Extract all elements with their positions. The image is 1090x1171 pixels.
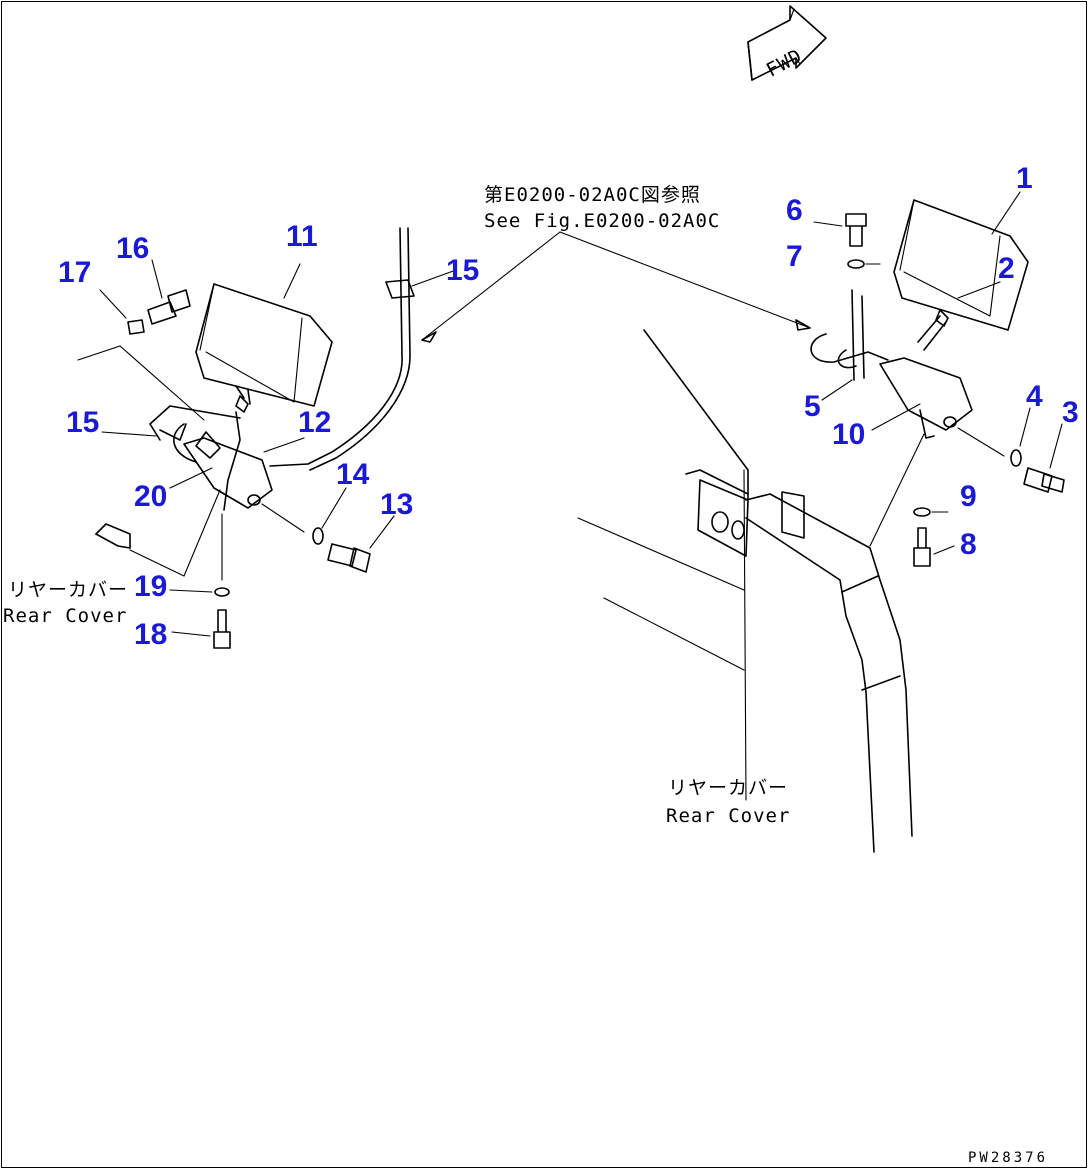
callout-8: 8 <box>960 528 977 561</box>
callout-15-top: 15 <box>446 254 479 287</box>
right-washer-4 <box>1010 449 1022 467</box>
right-bolt-8 <box>913 527 931 567</box>
rear-cover-right-en: Rear Cover <box>666 805 790 827</box>
right-washer-7 <box>847 259 865 269</box>
left-bolt-13 <box>327 543 371 573</box>
fwd-arrow: FWD <box>747 5 827 82</box>
callout-1: 1 <box>1016 162 1033 195</box>
rear-cover-left-jp: リヤーカバー <box>8 579 128 601</box>
left-lamp-assembly <box>77 227 415 649</box>
callout-9: 9 <box>960 480 977 513</box>
left-work-lamp <box>195 283 333 407</box>
callout-2: 2 <box>998 252 1015 285</box>
right-bolt-6 <box>845 213 867 247</box>
see-fig-en: See Fig.E0200-02A0C <box>484 210 720 232</box>
callout-7: 7 <box>786 240 803 273</box>
right-bracket <box>879 357 973 431</box>
right-bolt-3 <box>1023 467 1065 493</box>
drawing-id: PW28376 <box>968 1150 1048 1166</box>
right-washer-9 <box>913 507 931 517</box>
callout-15-left: 15 <box>66 406 99 439</box>
right-work-lamp <box>893 199 1029 331</box>
left-washer-14 <box>312 527 324 545</box>
rear-cover-right: リヤーカバー Rear Cover <box>577 329 925 853</box>
left-bolt-16 <box>147 289 191 325</box>
fwd-label: FWD <box>763 45 806 82</box>
callout-4: 4 <box>1026 380 1043 413</box>
left-washer-19 <box>214 587 230 597</box>
callout-5: 5 <box>804 390 821 423</box>
callout-16: 16 <box>116 232 149 265</box>
callouts: 1 2 3 4 5 6 7 8 9 10 11 12 13 14 15 15 1… <box>58 162 1079 651</box>
callout-12: 12 <box>298 406 331 439</box>
callout-18: 18 <box>134 618 167 651</box>
callout-19: 19 <box>134 570 167 603</box>
left-bolt-18 <box>213 609 231 649</box>
callout-17: 17 <box>58 256 91 289</box>
leader-lines <box>99 191 1063 637</box>
callout-10: 10 <box>832 418 865 451</box>
callout-3: 3 <box>1062 396 1079 429</box>
callout-14: 14 <box>336 458 370 491</box>
reference-note: 第E0200-02A0C図参照 See Fig.E0200-02A0C <box>421 184 811 343</box>
rear-cover-right-jp: リヤーカバー <box>668 777 788 799</box>
see-fig-jp: 第E0200-02A0C図参照 <box>484 184 701 206</box>
callout-20: 20 <box>134 480 167 513</box>
callout-11: 11 <box>286 220 318 253</box>
left-nut-17 <box>127 319 145 335</box>
callout-13: 13 <box>380 488 413 521</box>
rear-cover-left: リヤーカバー Rear Cover <box>3 489 221 627</box>
callout-6: 6 <box>786 194 803 227</box>
right-lamp-assembly <box>810 199 1065 567</box>
rear-cover-left-en: Rear Cover <box>3 605 127 627</box>
